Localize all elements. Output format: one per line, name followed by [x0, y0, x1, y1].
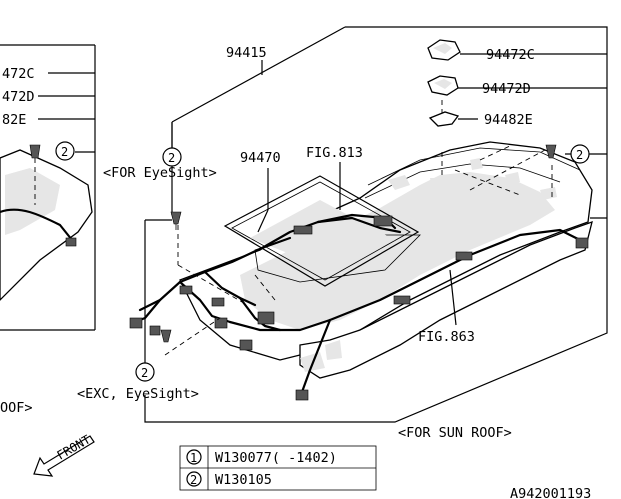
legend-row-1: 1 W130077( -1402)	[186, 449, 337, 466]
left-callout-2: 2	[55, 141, 75, 161]
legend-row-2: 2 W130105	[186, 471, 272, 488]
part-94482e	[428, 111, 460, 127]
part-label-94472d: 94472D	[482, 81, 531, 97]
harness-label-94470: 94470	[240, 150, 281, 166]
legend-part-1: W130077( -1402)	[215, 450, 337, 466]
part-94472c	[427, 39, 461, 61]
svg-text:2: 2	[168, 151, 175, 165]
note-exc-eyesight: <EXC, EyeSight>	[77, 386, 199, 402]
left-part-label-c: 472C	[2, 66, 35, 82]
note-for-eyesight: <FOR EyeSight>	[103, 165, 217, 181]
clip-guide-lines	[164, 100, 553, 356]
svg-text:1: 1	[190, 451, 197, 465]
clip-exc-eyesight	[160, 329, 172, 343]
part-label-94482e: 94482E	[484, 112, 533, 128]
svg-text:2: 2	[190, 473, 197, 487]
part-label-94472c: 94472C	[486, 47, 535, 63]
left-part-label-e: 82E	[2, 112, 26, 128]
callout-2-exc-eyesight: 2	[135, 362, 155, 382]
left-partial-view	[0, 44, 96, 331]
front-arrow-label: FRONT	[55, 432, 93, 462]
wire-harness-94470	[129, 213, 589, 401]
assembly-number: 94415	[226, 45, 267, 61]
leader-lines	[144, 53, 607, 372]
svg-text:2: 2	[61, 145, 68, 159]
part-94472d	[427, 75, 459, 96]
legend-part-2: W130105	[215, 472, 272, 488]
sunroof-frame	[223, 175, 420, 287]
left-part-label-d: 472D	[2, 89, 35, 105]
left-sun-roof-note: OOF>	[0, 400, 33, 416]
diagram-code: A942001193	[510, 486, 591, 499]
svg-text:2: 2	[576, 148, 583, 162]
front-arrow: FRONT	[33, 432, 95, 477]
legend-table: 1 W130077( -1402) 2 W130105	[179, 445, 377, 491]
fig-813-label: FIG.813	[306, 145, 363, 161]
svg-text:2: 2	[141, 366, 148, 380]
fig-863-label: FIG.863	[418, 329, 475, 345]
callout-2-right: 2	[570, 144, 590, 164]
clip-eyesight	[170, 211, 182, 230]
clip-right	[545, 144, 557, 159]
callout-2-eyesight: 2	[162, 147, 182, 167]
note-for-sun-roof: <FOR SUN ROOF>	[398, 425, 512, 441]
